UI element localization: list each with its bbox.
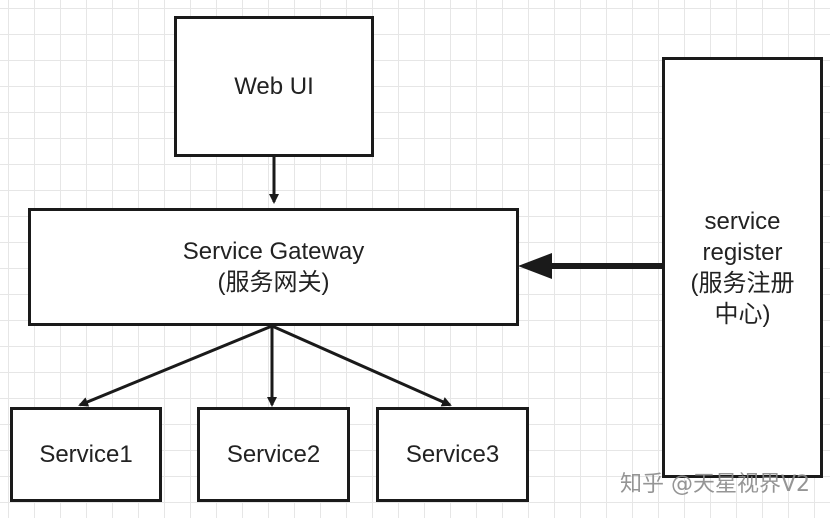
service-register-line4: 中心) (714, 300, 771, 328)
service-gateway-sublabel: (服务网关) (217, 269, 330, 296)
web-ui-label: Web UI (234, 73, 314, 100)
service-register-line1: service (704, 207, 781, 235)
service1-node: Service1 (10, 407, 162, 502)
arrow-gateway-to-service3 (271, 324, 452, 407)
service-register-node: service register (服务注册 中心) (662, 57, 823, 478)
arrowhead-register-to-gateway (518, 253, 552, 279)
service-gateway-node: Service Gateway (服务网关) (28, 208, 519, 326)
web-ui-node: Web UI (174, 16, 374, 157)
service-register-line2: register (702, 238, 783, 266)
arrow-gateway-to-service1 (78, 324, 273, 407)
service-register-line3: (服务注册 (690, 269, 795, 297)
service-gateway-label: Service Gateway (182, 238, 365, 265)
service2-label: Service2 (226, 441, 321, 468)
watermark-text: 知乎 @天星视界V2 (619, 472, 810, 497)
service2-node: Service2 (197, 407, 350, 502)
service3-label: Service3 (405, 441, 500, 468)
service1-label: Service1 (39, 441, 133, 468)
service3-node: Service3 (376, 407, 529, 502)
